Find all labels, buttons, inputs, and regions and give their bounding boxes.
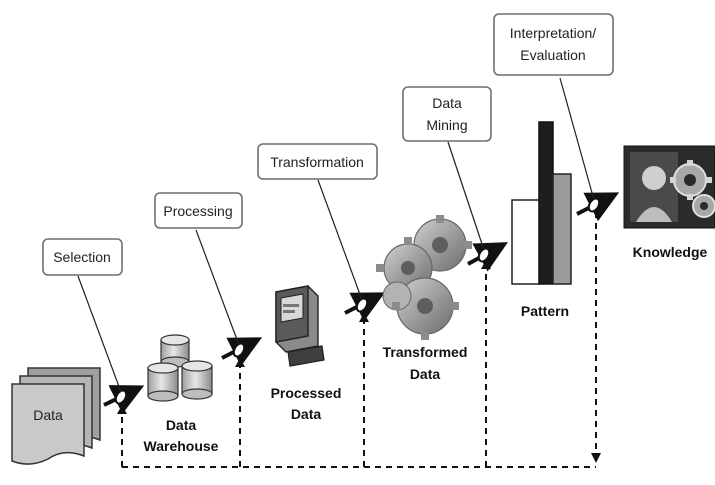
step-interpretation-evaluation: Interpretation/ Evaluation xyxy=(493,13,614,76)
knowledge-gears-icon: Knowledge xyxy=(623,145,715,260)
step-data-mining: Data Mining xyxy=(402,86,492,142)
step-selection: Selection xyxy=(42,238,123,276)
knowledge-label: Knowledge xyxy=(633,244,708,260)
computer-icon: Processed Data xyxy=(271,285,342,422)
processed-label-line-1: Processed xyxy=(271,385,342,401)
gears-icon: Transformed Data xyxy=(376,215,472,382)
transformed-label-line-1: Transformed xyxy=(383,344,468,360)
database-cylinders-icon: Data Warehouse xyxy=(144,334,219,454)
leader-lines xyxy=(77,77,595,393)
flow-arrow-data-mining xyxy=(467,242,509,272)
step-selection-label: Selection xyxy=(53,249,111,265)
transformed-label-line-2: Data xyxy=(410,366,441,382)
step-interpretation-line-2: Evaluation xyxy=(520,47,585,63)
step-data-mining-line-1: Data xyxy=(432,95,462,111)
data-source-label: Data xyxy=(33,407,63,423)
pattern-bar-white xyxy=(511,199,541,285)
bar-chart-icon: Pattern xyxy=(511,121,572,319)
flow-arrow-transformation xyxy=(344,292,386,322)
step-interpretation-line-1: Interpretation/ xyxy=(510,25,596,41)
flow-arrow-selection xyxy=(103,385,145,414)
step-data-mining-line-2: Mining xyxy=(426,117,467,133)
flow-arrow-interpretation xyxy=(576,192,620,222)
step-processing: Processing xyxy=(154,192,243,229)
pattern-bar-grey xyxy=(552,173,572,285)
document-stack-icon: Data xyxy=(11,367,101,465)
warehouse-label-line-2: Warehouse xyxy=(144,438,219,454)
pattern-label: Pattern xyxy=(521,303,569,319)
flow-arrow-processing xyxy=(221,337,263,367)
step-transformation-label: Transformation xyxy=(270,154,364,170)
step-transformation: Transformation xyxy=(257,143,378,180)
processed-label-line-2: Data xyxy=(291,406,322,422)
step-processing-label: Processing xyxy=(163,203,232,219)
warehouse-label-line-1: Data xyxy=(166,417,197,433)
pattern-bar-dark xyxy=(538,121,554,285)
